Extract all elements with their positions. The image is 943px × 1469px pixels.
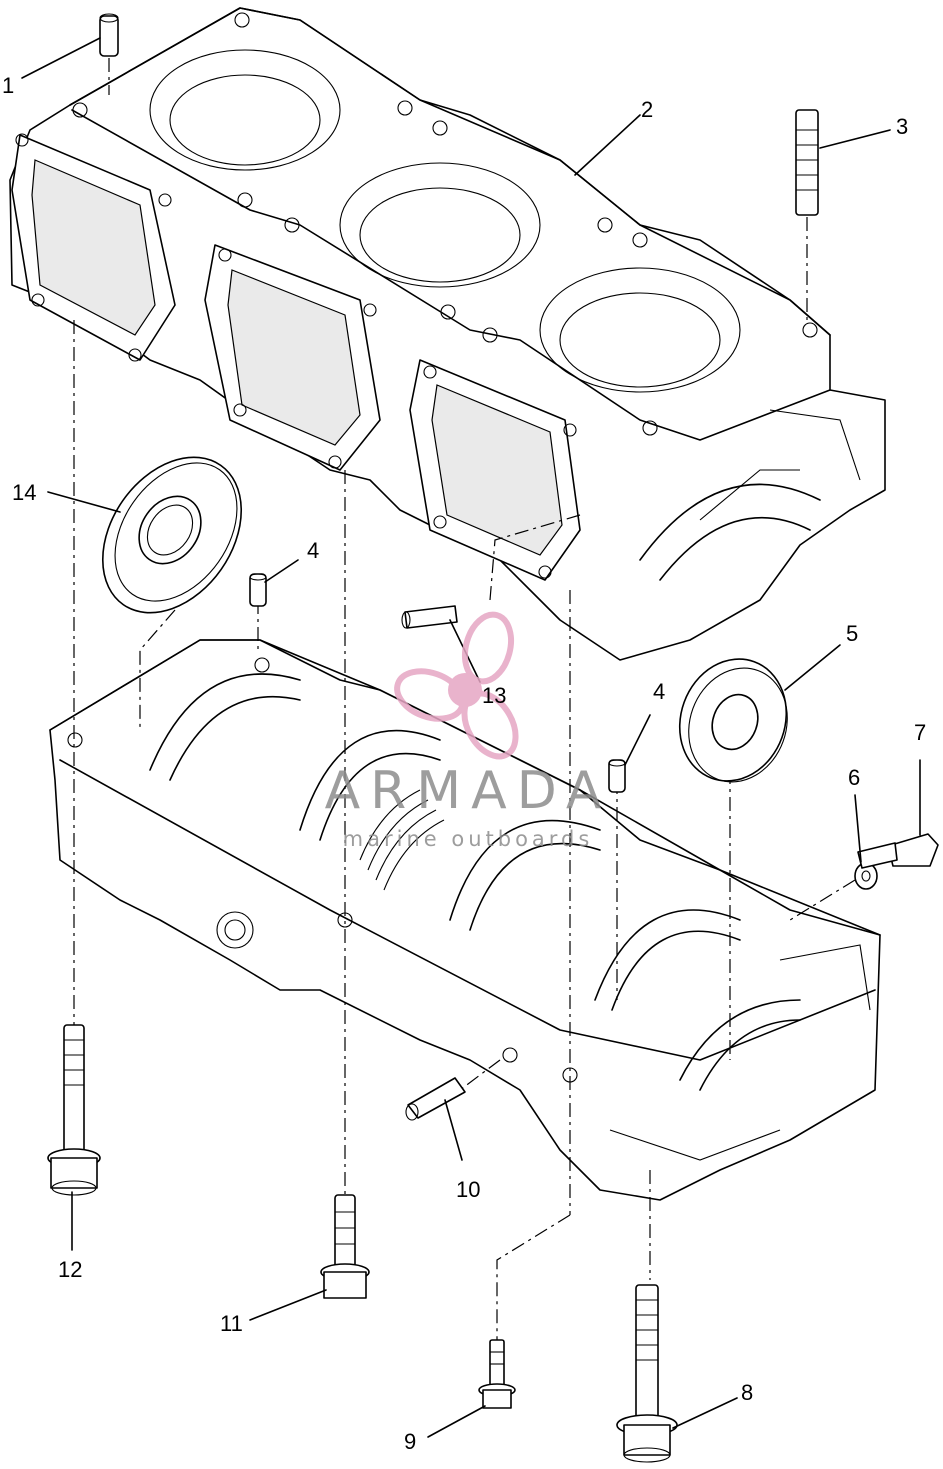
callout-8: 8 <box>741 1380 753 1405</box>
bolt-12 <box>47 1024 101 1196</box>
stud-13 <box>401 605 458 629</box>
callout-7: 7 <box>914 720 926 745</box>
oil-seal-14 <box>101 456 243 614</box>
callout-6: 6 <box>848 765 860 790</box>
watermark-tagline: marine outboards <box>343 827 594 851</box>
bolt-7 <box>857 833 939 869</box>
callout-4-upper: 4 <box>307 538 319 563</box>
callout-9: 9 <box>404 1429 416 1454</box>
propeller-logo-icon <box>394 611 519 760</box>
lower-crankcase <box>49 639 881 1201</box>
callout-4-lower: 4 <box>653 679 665 704</box>
upper-crankcase <box>9 7 886 661</box>
callout-14: 14 <box>12 480 36 505</box>
stud-3 <box>795 109 819 320</box>
sleeve-10 <box>405 1077 466 1121</box>
callout-3: 3 <box>896 114 908 139</box>
oil-seal-5 <box>678 658 788 783</box>
callout-13: 13 <box>482 683 506 708</box>
dowel-pin-1 <box>99 13 119 95</box>
bolt-9 <box>478 1339 516 1409</box>
watermark-brand: ARMADA <box>325 761 612 821</box>
dowel-pin-4-right <box>608 759 626 793</box>
alignment-lines <box>73 320 856 1340</box>
bolt-8 <box>616 1284 678 1463</box>
callout-1: 1 <box>2 73 14 98</box>
callout-2: 2 <box>641 97 653 122</box>
dowel-pin-4-left <box>249 573 267 607</box>
callout-labels: 1 2 3 4 4 5 6 7 8 9 10 11 12 13 14 <box>2 73 926 1454</box>
callout-5: 5 <box>846 621 858 646</box>
callout-12: 12 <box>58 1257 82 1282</box>
bolt-11 <box>320 1194 370 1299</box>
callout-11: 11 <box>220 1311 243 1336</box>
callout-10: 10 <box>456 1177 480 1202</box>
armada-watermark: ARMADA marine outboards <box>325 611 612 851</box>
